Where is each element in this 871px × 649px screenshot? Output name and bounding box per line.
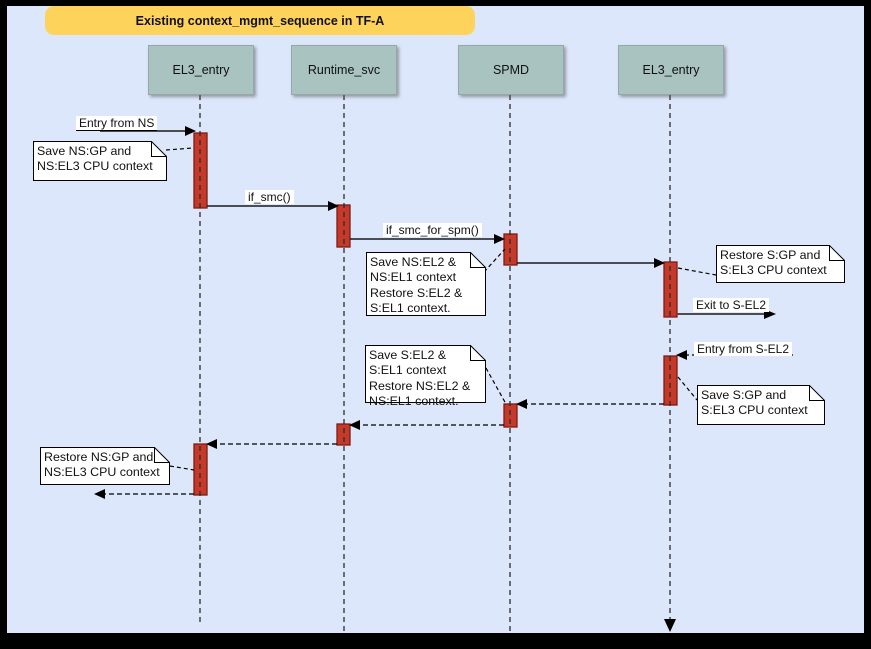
arrowhead-entry-from-ns-icon xyxy=(185,126,196,136)
message-label-entry-from-ns: Entry from NS xyxy=(76,116,158,131)
note-text: Restore NS:GP and NS:EL3 CPU context xyxy=(44,450,160,480)
note-save-ns-el2: Save NS:EL2 & NS:EL1 context Restore S:E… xyxy=(366,252,486,316)
connector-note-save-s-el2 xyxy=(485,367,507,405)
lifeline-label: EL3_entry xyxy=(172,63,230,77)
message-label-exit-to-s-el2: Exit to S-EL2 xyxy=(693,298,770,312)
activation-el3-right-2 xyxy=(663,355,678,406)
arrowhead-return-runtime-to-el3-icon xyxy=(206,439,217,449)
arrowhead-if-smc-icon xyxy=(328,201,339,211)
note-text: Save NS:EL2 & NS:EL1 context Restore S:E… xyxy=(370,255,463,315)
arrowhead-return-spmd-to-runtime-icon xyxy=(349,420,360,430)
note-shape-icon xyxy=(33,141,167,181)
note-text: Save S:EL2 & S:EL1 context Restore NS:EL… xyxy=(369,348,471,408)
note-save-s-el2: Save S:EL2 & S:EL1 context Restore NS:EL… xyxy=(365,345,486,408)
lifeline-head-el3-entry-left: EL3_entry xyxy=(148,45,254,95)
note-text: Save NS:GP and NS:EL3 CPU context xyxy=(37,144,153,174)
lifeline-head-runtime-svc: Runtime_svc xyxy=(291,45,397,95)
message-label-if-smc: if_smc() xyxy=(245,190,294,204)
note-shape-icon xyxy=(716,245,845,283)
note-restore-s-gp: Restore S:GP and S:EL3 CPU context xyxy=(716,245,845,283)
activation-el3-left-2 xyxy=(193,443,208,496)
lifeline-head-el3-entry-right: EL3_entry xyxy=(618,45,724,95)
message-label-if-smc-for-spm: if_smc_for_spm() xyxy=(383,223,482,237)
note-shape-icon xyxy=(697,385,825,425)
diagram-canvas xyxy=(7,6,864,633)
connector-note-save-ns-el2 xyxy=(483,248,506,273)
lifeline-label: SPMD xyxy=(492,63,530,77)
lifeline-end-arrow-icon xyxy=(664,619,676,632)
note-shape-icon xyxy=(40,447,170,485)
lifeline-label: Runtime_svc xyxy=(307,63,381,77)
connector-note-restore-s-gp xyxy=(677,267,717,276)
note-save-s-gp: Save S:GP and S:EL3 CPU context xyxy=(697,385,825,425)
connector-note-save-s-gp xyxy=(677,376,698,401)
arrowhead-return-el3-to-spmd-icon xyxy=(516,399,527,409)
arrowhead-if-smc-for-spm-icon xyxy=(494,234,505,244)
note-text: Restore S:GP and S:EL3 CPU context xyxy=(720,248,827,278)
note-save-ns-gp: Save NS:GP and NS:EL3 CPU context xyxy=(33,141,167,181)
lifeline-head-spmd: SPMD xyxy=(458,45,564,95)
note-shape-icon xyxy=(365,345,486,403)
message-label-entry-from-s-el2: Entry from S-EL2 xyxy=(694,342,793,356)
note-restore-ns-gp: Restore NS:GP and NS:EL3 CPU context xyxy=(40,447,170,485)
note-shape-icon xyxy=(366,252,486,316)
lifeline-label: EL3_entry xyxy=(642,63,700,77)
arrowhead-entry-from-s-el2-icon xyxy=(676,350,687,360)
arrowhead-return-el3-to-ns-icon xyxy=(94,489,105,499)
connector-note-restore-ns-gp xyxy=(169,465,195,471)
diagram-title: Existing context_mgmt_sequence in TF-A xyxy=(45,6,475,35)
connector-note-save-ns-gp xyxy=(165,147,194,151)
arrowhead-spmd-to-el3-icon xyxy=(654,258,665,268)
note-text: Save S:GP and S:EL3 CPU context xyxy=(701,388,808,418)
